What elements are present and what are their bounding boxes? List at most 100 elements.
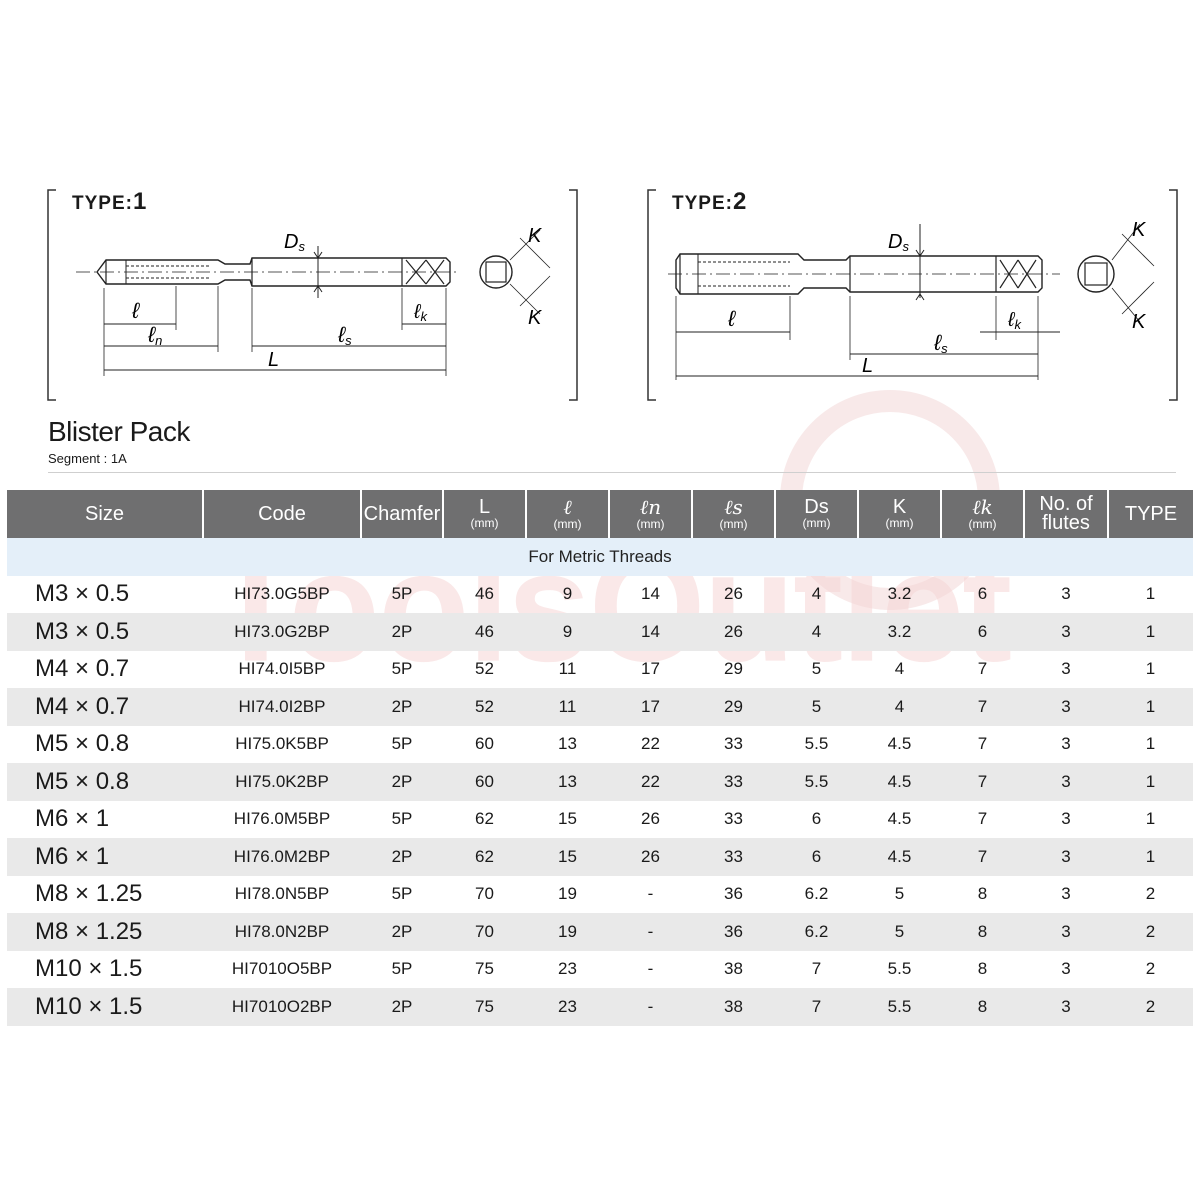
table-cell: 1 (1145, 659, 1156, 679)
table-cell: 1 (1145, 809, 1156, 829)
code-cell: HI75.0K5BP (235, 734, 329, 754)
table-cell: 17 (641, 659, 660, 679)
table-cell: 6 (775, 838, 858, 876)
table-cell: 5 (811, 659, 822, 679)
table-cell: 33 (692, 838, 775, 876)
code-cell: HI76.0M2BP (203, 838, 361, 876)
table-cell: 2P (361, 913, 443, 951)
table-cell: 7 (941, 688, 1024, 726)
table-cell: 2 (1108, 988, 1193, 1026)
code-cell: HI74.0I5BP (238, 659, 326, 679)
table-cell: 3 (1061, 584, 1071, 604)
column-header-unit: (mm) (802, 516, 831, 530)
svg-text:K: K (1132, 219, 1147, 241)
table-cell: 14 (609, 613, 692, 651)
table-cell: 4 (775, 613, 858, 651)
table-cell: 3 (1024, 988, 1108, 1026)
column-header: Chamfer (360, 490, 443, 538)
table-cell: 9 (526, 613, 609, 651)
table-cell: 5.5 (858, 988, 941, 1026)
table-cell: 5P (391, 584, 413, 604)
size-cell: M10 × 1.5 (35, 955, 143, 983)
table-cell: 75 (443, 988, 526, 1026)
column-header-unit: (mm) (885, 516, 914, 530)
svg-text:ℓs: ℓs (337, 322, 352, 348)
svg-text:ℓ: ℓ (727, 306, 736, 331)
column-header: ℓk(mm) (940, 490, 1024, 538)
table-cell: 6 (941, 613, 1024, 651)
table-cell: 33 (724, 734, 743, 754)
table-cell: 3 (1024, 688, 1108, 726)
table-cell: 17 (609, 688, 692, 726)
column-header-label: ℓ (563, 494, 572, 519)
table-cell: 1 (1108, 688, 1193, 726)
table-cell: 4 (811, 584, 822, 604)
svg-text:K: K (528, 307, 543, 329)
table-cell: 60 (475, 734, 494, 754)
type2-label: TYPE:2 (672, 188, 748, 215)
column-header: L(mm) (442, 490, 526, 538)
table-cell: 36 (692, 913, 775, 951)
svg-text:L: L (268, 349, 279, 371)
table-cell: 3 (1061, 959, 1071, 979)
table-cell: 5 (894, 884, 905, 904)
size-cell: M5 × 0.8 (7, 763, 203, 801)
table-cell: 2P (361, 838, 443, 876)
table-cell: 75 (475, 959, 494, 979)
table-cell: 1 (1108, 763, 1193, 801)
size-cell: M6 × 1 (35, 805, 110, 833)
table-cell: 26 (641, 809, 660, 829)
table-cell: 36 (724, 884, 743, 904)
table-cell: 5P (391, 959, 413, 979)
column-header-label: ℓk (972, 494, 993, 519)
table-cell: 38 (724, 959, 743, 979)
svg-text:L: L (862, 355, 873, 377)
column-header-unit: (mm) (470, 516, 499, 530)
type1-label: TYPE:1 (72, 188, 148, 215)
table-cell: 7 (941, 838, 1024, 876)
type2-schematic-icon: Ds ℓ ℓs ℓk L K K (647, 189, 1178, 401)
type1-drawing: TYPE:1 Ds ℓ ℓn ℓs ℓk L (40, 180, 585, 405)
size-cell: M5 × 0.8 (35, 730, 130, 758)
type2-drawing: TYPE:2 Ds ℓ ℓs ℓk L K K (640, 180, 1185, 405)
table-cell: 3.2 (858, 613, 941, 651)
column-header-label: No. of (1039, 493, 1093, 515)
table-cell: 5.5 (775, 763, 858, 801)
table-cell: 7 (977, 734, 988, 754)
table-cell: 22 (609, 763, 692, 801)
svg-text:K: K (1132, 311, 1147, 333)
table-cell: 1 (1108, 838, 1193, 876)
table-cell: 4.5 (887, 809, 912, 829)
table-cell: 5P (391, 884, 413, 904)
table-cell: 13 (558, 734, 577, 754)
table-cell: 29 (724, 659, 743, 679)
size-cell: M4 × 0.7 (35, 655, 130, 683)
table-cell: 46 (443, 613, 526, 651)
svg-text:K: K (528, 225, 543, 247)
code-cell: HI73.0G5BP (234, 584, 330, 604)
column-header-label: Code (258, 503, 306, 525)
table-cell: 4.5 (887, 734, 912, 754)
column-header: Ds(mm) (774, 490, 858, 538)
svg-text:Ds: Ds (888, 231, 909, 254)
table-cell: 7 (941, 763, 1024, 801)
table-cell: 62 (475, 809, 494, 829)
column-header-unit: (mm) (553, 516, 582, 531)
table-cell: 5.5 (804, 734, 829, 754)
table-cell: 23 (526, 988, 609, 1026)
column-header-unit: flutes (1042, 512, 1090, 534)
table-cell: 3 (1061, 809, 1071, 829)
column-header: Code (202, 490, 361, 538)
code-cell: HI75.0K2BP (203, 763, 361, 801)
size-cell: M10 × 1.5 (7, 988, 203, 1026)
size-cell: M4 × 0.7 (7, 688, 203, 726)
table-cell: 2P (361, 988, 443, 1026)
table-cell: 11 (558, 659, 577, 679)
code-cell: HI7010O2BP (203, 988, 361, 1026)
